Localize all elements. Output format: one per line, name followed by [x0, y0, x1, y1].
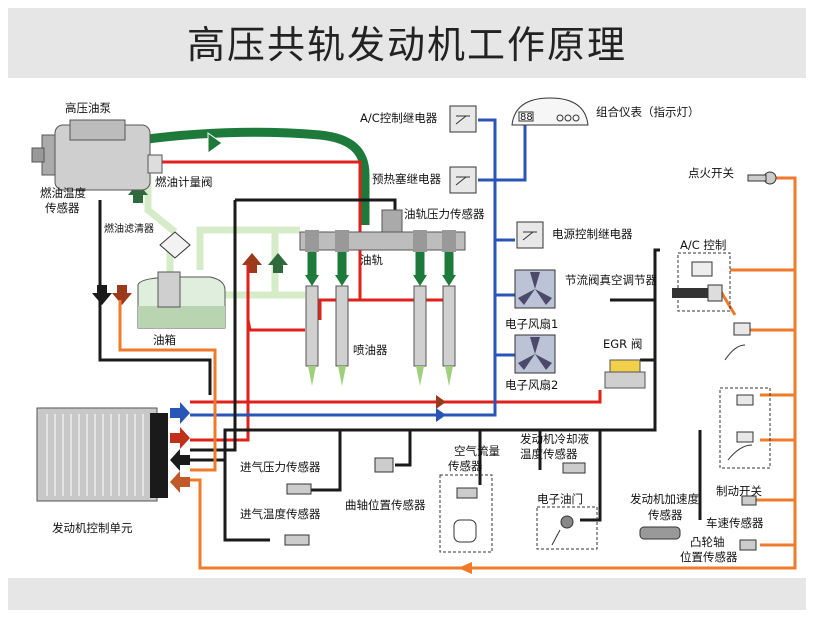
injectors: [305, 285, 456, 386]
fan-2-icon: [514, 334, 556, 374]
fuel-rail-label: 油轨: [360, 253, 383, 267]
glow-relay: [449, 166, 477, 194]
vehicle-speed-sensor: [741, 495, 757, 506]
fuel-temp-sensor-label: 燃油温度: [40, 186, 86, 200]
cam-sensor-label: 凸轮轴: [690, 535, 725, 549]
airflow-sensor-box: [439, 474, 493, 553]
camshaft-sensor: [739, 539, 757, 551]
electronic-throttle: [551, 515, 574, 546]
ac-relay-label: A/C控制继电器: [360, 111, 438, 125]
fuel-filter-label: 燃油滤清器: [104, 222, 154, 235]
orange-wires: [118, 176, 797, 570]
vehicle-speed-sensor-label: 车速传感器: [706, 516, 764, 530]
instrument-cluster: [511, 97, 589, 126]
airflow-label-2: 传感器: [448, 459, 483, 473]
egr-valve-label: EGR 阀: [603, 337, 642, 351]
fuel-rail: [299, 209, 466, 252]
intake-temp-sensor: [284, 534, 310, 546]
right-sensors: [719, 322, 771, 469]
rail-pressure-sensor-label: 油轨压力传感器: [404, 207, 485, 221]
ac-control-box: [677, 252, 731, 312]
fuel-tank-label: 油箱: [153, 333, 176, 347]
ecu-connector-arrows: [170, 395, 446, 493]
black-wires: [98, 198, 702, 542]
glow-relay-label: 预热塞继电器: [372, 172, 441, 186]
fan-1-icon: [514, 269, 556, 309]
coolant-temp-label: 发动机冷却液: [520, 432, 589, 446]
high-pressure-pump-label: 高压油泵: [65, 101, 111, 115]
title-band: [8, 8, 806, 78]
airflow-sensor: [453, 487, 478, 543]
accel-sensor-label-2: 传感器: [648, 508, 683, 522]
egr-valve: [604, 359, 646, 389]
intake-pressure-label: 进气压力传感器: [240, 460, 321, 474]
crank-sensor-label: 曲轴位置传感器: [345, 498, 426, 512]
cam-sensor-label-2: 位置传感器: [680, 550, 738, 564]
blue-wires: [190, 118, 527, 417]
page-title: 高压共轨发动机工作原理: [186, 23, 627, 67]
injector-label: 喷油器: [353, 343, 388, 357]
ac-relay: [449, 105, 477, 133]
power-relay: [516, 221, 544, 249]
ecu-unit: [36, 407, 168, 502]
high-pressure-pump: [31, 119, 163, 191]
red-wires: [160, 160, 602, 442]
fan-1-label: 电子风扇1: [505, 317, 558, 331]
flow-arrows: [92, 132, 456, 305]
fan-2-label: 电子风扇2: [505, 378, 558, 392]
intake-temp-label: 进气温度传感器: [240, 507, 321, 521]
throttle-vacuum-label: 节流阀真空调节器: [565, 273, 657, 287]
ecu-label: 发动机控制单元: [52, 521, 133, 535]
throttle-vacuum-regulator: [672, 284, 723, 302]
fuel-metering-valve-label: 燃油计量阀: [155, 175, 213, 189]
ignition-switch-label: 点火开关: [688, 166, 734, 180]
return-arrow-icon: [458, 562, 472, 574]
key-icon: [747, 171, 777, 185]
brake-switch-label: 制动开关: [716, 484, 762, 498]
fuel-filter: [159, 231, 191, 259]
fuel-tank: [137, 271, 226, 329]
instrument-cluster-label: 组合仪表（指示灯）: [596, 105, 700, 119]
airflow-label: 空气流量: [454, 444, 500, 458]
high-pressure-fuel-line: [139, 127, 454, 275]
cluster-digits: 88: [520, 112, 533, 123]
power-relay-label: 电源控制继电器: [552, 227, 633, 241]
electronic-throttle-label: 电子油门: [537, 492, 583, 506]
coolant-temp-label-2: 温度传感器: [520, 447, 578, 461]
ac-control-label: A/C 控制: [680, 238, 726, 252]
intake-pressure-sensor: [286, 483, 312, 495]
electronic-throttle-box: [536, 506, 598, 550]
accelerator-sensor: [639, 526, 681, 540]
accel-sensor-label: 发动机加速度: [630, 492, 699, 506]
coolant-temp-sensor: [562, 462, 586, 474]
crank-sensor: [374, 457, 394, 473]
fuel-temp-sensor-label-2: 传感器: [45, 201, 80, 215]
footer-band: [8, 578, 806, 610]
ac-control-switch: [691, 261, 713, 277]
